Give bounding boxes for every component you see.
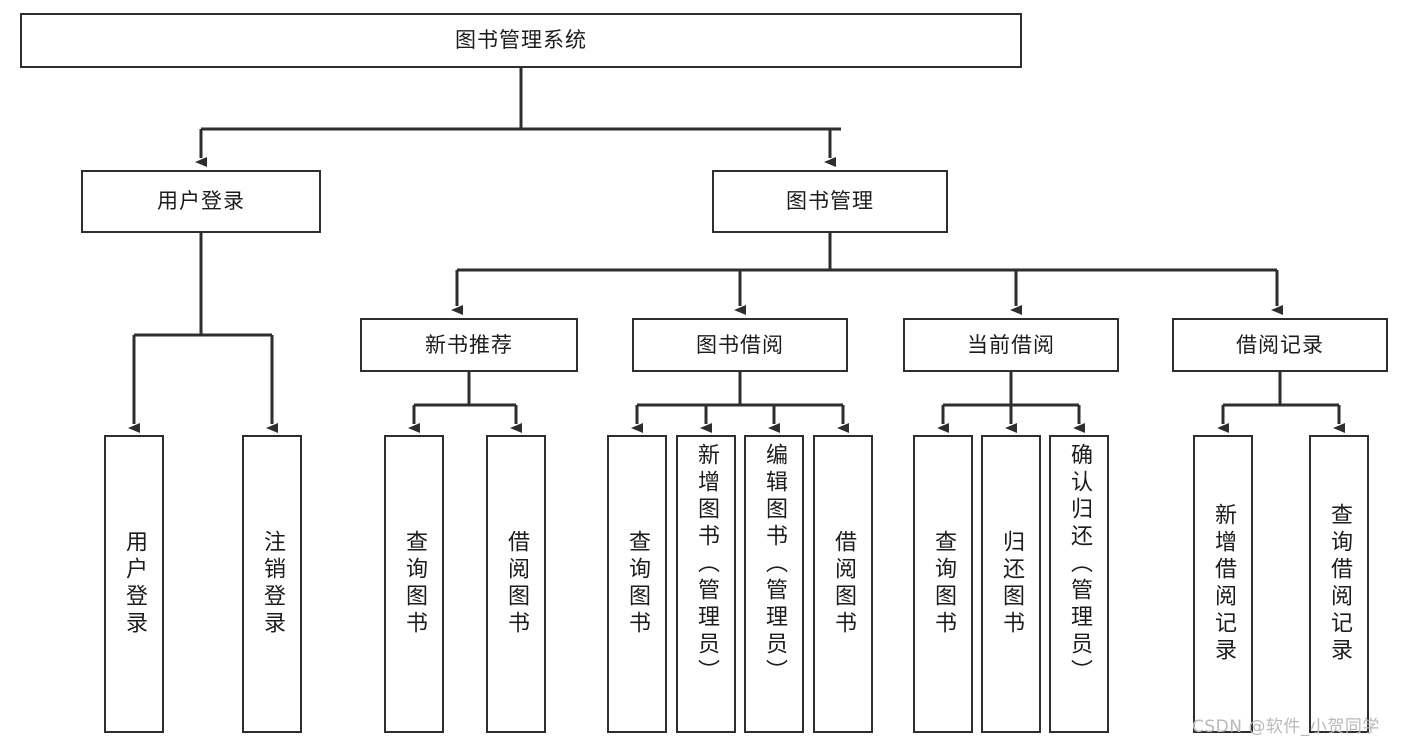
node-label: 新增借阅记录 <box>1211 503 1236 665</box>
node-label: 借阅记录 <box>1236 332 1324 357</box>
leaf-return-book[interactable]: 归还图书 <box>981 435 1041 733</box>
node-label: 图书借阅 <box>696 332 784 357</box>
csdn-watermark: CSDN @软件_小贺同学 <box>1192 717 1380 737</box>
leaf-user-login[interactable]: 用户登录 <box>104 435 164 733</box>
node-label: 借阅图书 <box>831 530 856 638</box>
node-user-login[interactable]: 用户登录 <box>81 170 321 233</box>
node-label: 用户登录 <box>157 189 245 214</box>
leaf-borrow-book[interactable]: 借阅图书 <box>813 435 873 733</box>
leaf-edit-book-admin[interactable]: 编辑图书（管理员） <box>744 435 804 733</box>
node-label: 查询图书 <box>931 530 956 638</box>
node-label: 查询图书 <box>625 530 650 638</box>
node-label: 当前借阅 <box>967 332 1055 357</box>
node-book-management[interactable]: 图书管理 <box>712 170 948 233</box>
leaf-query-borrow-record[interactable]: 查询借阅记录 <box>1309 435 1369 733</box>
node-label: 用户登录 <box>122 530 147 638</box>
node-label: 查询图书 <box>402 530 427 638</box>
leaf-borrow-book-recommend[interactable]: 借阅图书 <box>486 435 546 733</box>
node-label: 归还图书 <box>999 530 1024 638</box>
node-label: 新增图书（管理员） <box>694 443 719 686</box>
leaf-query-book-recommend[interactable]: 查询图书 <box>384 435 444 733</box>
node-label: 注销登录 <box>260 530 285 638</box>
node-book-borrow[interactable]: 图书借阅 <box>632 318 848 372</box>
node-label: 图书管理系统 <box>455 28 587 53</box>
node-label: 新书推荐 <box>425 332 513 357</box>
leaf-add-book-admin[interactable]: 新增图书（管理员） <box>676 435 736 733</box>
node-current-borrow[interactable]: 当前借阅 <box>903 318 1119 372</box>
node-label: 借阅图书 <box>504 530 529 638</box>
node-label: 图书管理 <box>786 189 874 214</box>
node-root-system[interactable]: 图书管理系统 <box>20 13 1022 68</box>
leaf-query-book-current[interactable]: 查询图书 <box>913 435 973 733</box>
leaf-query-book-borrow[interactable]: 查询图书 <box>607 435 667 733</box>
node-label: 编辑图书（管理员） <box>762 443 787 686</box>
leaf-add-borrow-record[interactable]: 新增借阅记录 <box>1193 435 1253 733</box>
leaf-logout[interactable]: 注销登录 <box>242 435 302 733</box>
leaf-confirm-return-admin[interactable]: 确认归还（管理员） <box>1049 435 1109 733</box>
node-borrow-record[interactable]: 借阅记录 <box>1172 318 1388 372</box>
node-label: 确认归还（管理员） <box>1067 443 1092 686</box>
node-label: 查询借阅记录 <box>1327 503 1352 665</box>
node-new-book-recommend[interactable]: 新书推荐 <box>360 318 578 372</box>
